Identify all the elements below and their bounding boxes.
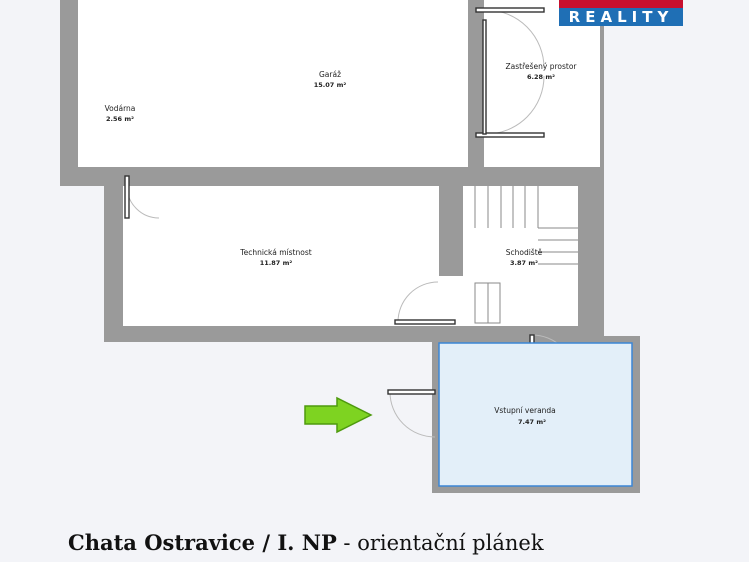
room-label-veranda: Vstupní veranda: [494, 406, 556, 415]
room-interiors: [78, 0, 600, 326]
water-room-floor: [79, 57, 164, 167]
room-area-garage: 15.07 m²: [314, 81, 347, 89]
logo-text: REALITY: [559, 8, 683, 26]
stairs: [474, 186, 578, 324]
room-label-water-room: Vodárna: [105, 104, 136, 113]
door-veranda-entry: [389, 391, 436, 438]
logo-red-band: [559, 0, 683, 8]
room-label-technical-room: Technická místnost: [239, 248, 311, 257]
door-leaves: [124, 7, 545, 395]
room-area-stairs: 3.87 m²: [510, 259, 538, 267]
room-area-veranda: 7.47 m²: [518, 418, 546, 426]
entrance-arrow-icon: [304, 396, 373, 434]
room-area-technical-room: 11.87 m²: [260, 259, 293, 267]
covered-space-floor: [484, 0, 600, 167]
technical-room-floor: [123, 186, 439, 326]
caption-title: Chata Ostravice / I. NP: [68, 530, 337, 555]
veranda-highlight: [438, 342, 633, 487]
passage-floor: [439, 276, 479, 326]
caption-subtitle: - orientační plánek: [336, 531, 544, 555]
room-label-covered-space: Zastřešený prostor: [505, 62, 577, 71]
company-logo: REALITY: [559, 0, 683, 26]
room-label-garage: Garáž: [319, 70, 341, 79]
room-label-stairs: Schodiště: [506, 248, 543, 257]
stairs-floor: [463, 186, 578, 326]
room-area-covered-space: 6.28 m²: [527, 73, 555, 81]
door-technical: [397, 281, 439, 323]
room-area-water-room: 2.56 m²: [106, 115, 134, 123]
room-labels: Garáž 15.07 m² Zastřešený prostor 6.28 m…: [105, 62, 578, 426]
plan-caption: Chata Ostravice / I. NP - orientační plá…: [68, 530, 544, 555]
